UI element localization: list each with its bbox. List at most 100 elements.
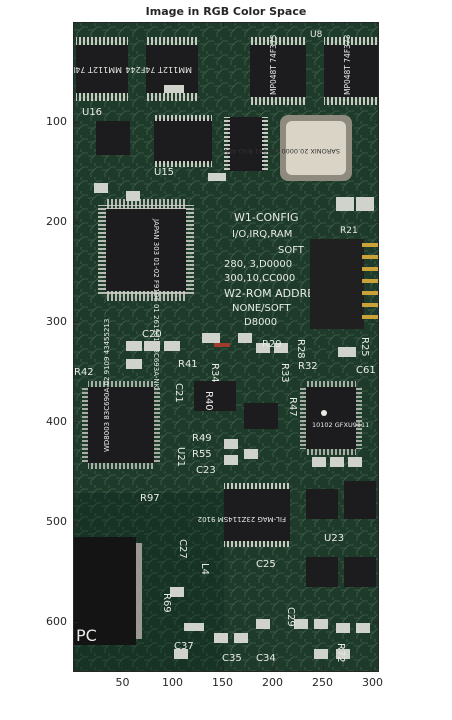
y-tick-label: 500 (46, 514, 67, 528)
y-tick-mark (73, 321, 78, 323)
edge-connector: PC (74, 537, 142, 645)
chip-row-second (96, 115, 268, 171)
ref-label: R55 (192, 449, 212, 460)
plcc-chip: WD8003 83C690A 02 9109 43455213 (82, 319, 160, 469)
ref-label: R72 (335, 643, 346, 663)
ref-label: R40 (203, 391, 214, 411)
silk-text: I/O,IRQ,RAM (232, 229, 292, 240)
ref-label: R69 (161, 593, 172, 613)
x-tick-mark (222, 22, 224, 27)
reference-designators: C20 R41 R42 R34 R40 C21 R49 R55 C23 R97 … (74, 329, 376, 664)
x-tick-mark (372, 666, 374, 671)
silk-text: W1-CONFIG (234, 211, 299, 224)
fil-mag-chip: FIL-MAG 23Z114SM 9102 (198, 483, 290, 547)
y-tick-mark (373, 321, 378, 323)
ref-label: C21 (173, 383, 184, 403)
ref-label: R21 (340, 226, 358, 236)
chip-label: MM112T 74F244 (74, 65, 122, 74)
small-ics (194, 381, 376, 587)
y-tick-label: 100 (46, 114, 67, 128)
chip-row-top: MM112T 74F244 MM112T 74F244 MP048T 74F37… (74, 34, 378, 105)
ref-label: C61 (356, 365, 376, 376)
x-tick-mark (172, 666, 174, 671)
y-tick-mark (373, 421, 378, 423)
ref-label: U23 (324, 533, 344, 544)
chip-label: JAPAN 303 01-02 F9106 01 261901 83C693A-… (152, 218, 160, 389)
jumper-header (310, 239, 378, 329)
crystal-oscillator: SARONIX 20.0000 001041 RSO-48V (223, 115, 352, 181)
x-tick-mark (172, 22, 174, 27)
ref-label: R42 (74, 367, 94, 378)
ref-label: R33 (279, 363, 290, 383)
qfp-chip-right: 10102 GFXU9111 (300, 381, 369, 455)
silk-text: 280, 3,D0000 (224, 259, 292, 270)
ref-label: R47 (287, 397, 298, 417)
silk-text: NONE/SOFT (232, 303, 291, 314)
y-tick-mark (73, 221, 78, 223)
image-axes: MM112T 74F244 MM112T 74F244 MP048T 74F37… (73, 22, 379, 672)
y-tick-label: 200 (46, 214, 67, 228)
config-silkscreen: W1-CONFIG I/O,IRQ,RAM SOFT 280, 3,D0000 … (224, 211, 328, 328)
qfp-chip-japan: JAPAN 303 01-02 F9106 01 261901 83C693A-… (98, 199, 194, 389)
x-tick-mark (322, 22, 324, 27)
ref-label: R32 (298, 361, 318, 372)
ref-label: C34 (256, 653, 276, 664)
figure-title: Image in RGB Color Space (145, 5, 307, 18)
ref-label: C20 (142, 329, 162, 340)
ref-label: L4 (199, 563, 210, 575)
x-tick-mark (222, 666, 224, 671)
silk-text: 300,10,CC000 (224, 273, 295, 284)
y-tick-mark (373, 121, 378, 123)
y-tick-mark (373, 621, 378, 623)
x-tick-label: 200 (262, 676, 283, 689)
silk-text: W2-ROM ADDRESS (224, 287, 328, 300)
y-tick-label: 400 (46, 414, 67, 428)
chip-label: 10102 GFXU9111 (312, 421, 369, 429)
ref-label: R28 (295, 339, 306, 359)
y-tick-mark (373, 521, 378, 523)
ref-label: C23 (196, 465, 216, 476)
x-tick-label: 100 (162, 676, 183, 689)
y-tick-label: 300 (46, 314, 67, 328)
y-tick-mark (373, 221, 378, 223)
ref-label: C29 (285, 607, 296, 627)
chip-label: MP048T 74F373 (269, 34, 278, 95)
y-tick-mark (73, 421, 78, 423)
ref-label: R25 (359, 337, 370, 357)
ref-label: U21 (175, 447, 186, 467)
chip-label: WD8003 83C690A 02 9109 43455213 (103, 319, 111, 452)
ref-label: U15 (154, 167, 174, 178)
ref-label: R97 (140, 493, 160, 504)
y-tick-mark (73, 121, 78, 123)
x-tick-label: 150 (212, 676, 233, 689)
x-tick-label: 50 (115, 676, 130, 689)
chip-label: MM112T 74F244 (125, 65, 192, 74)
y-tick-mark (73, 521, 78, 523)
passive-components (94, 85, 374, 659)
x-tick-mark (272, 22, 274, 27)
x-tick-mark (122, 666, 124, 671)
ref-label: R49 (192, 433, 212, 444)
ref-label: C25 (256, 559, 276, 570)
silk-text: SOFT (278, 245, 305, 256)
ref-label: C35 (222, 653, 242, 664)
ref-label: U16 (82, 107, 102, 118)
ref-label: R29 (262, 339, 282, 350)
pcb-image: MM112T 74F244 MM112T 74F244 MP048T 74F37… (74, 23, 378, 671)
ref-label: C27 (177, 539, 188, 559)
oscillator-label: SARONIX 20.0000 001041 RSO-48V (223, 147, 340, 155)
ref-label: R34 (209, 363, 220, 383)
ref-label: U8 (310, 30, 323, 40)
x-tick-label: 250 (312, 676, 333, 689)
ref-label: R41 (178, 359, 198, 370)
chip-label: FIL-MAG 23Z114SM 9102 (198, 515, 286, 523)
silk-text: PC (76, 626, 97, 645)
x-tick-label: 300 (362, 676, 383, 689)
x-tick-mark (322, 666, 324, 671)
silk-text: D8000 (244, 317, 277, 328)
x-tick-mark (272, 666, 274, 671)
x-tick-mark (372, 22, 374, 27)
ref-label: C37 (174, 641, 194, 652)
y-tick-label: 600 (46, 614, 67, 628)
chip-label: MP048T 74F373 (343, 34, 352, 95)
